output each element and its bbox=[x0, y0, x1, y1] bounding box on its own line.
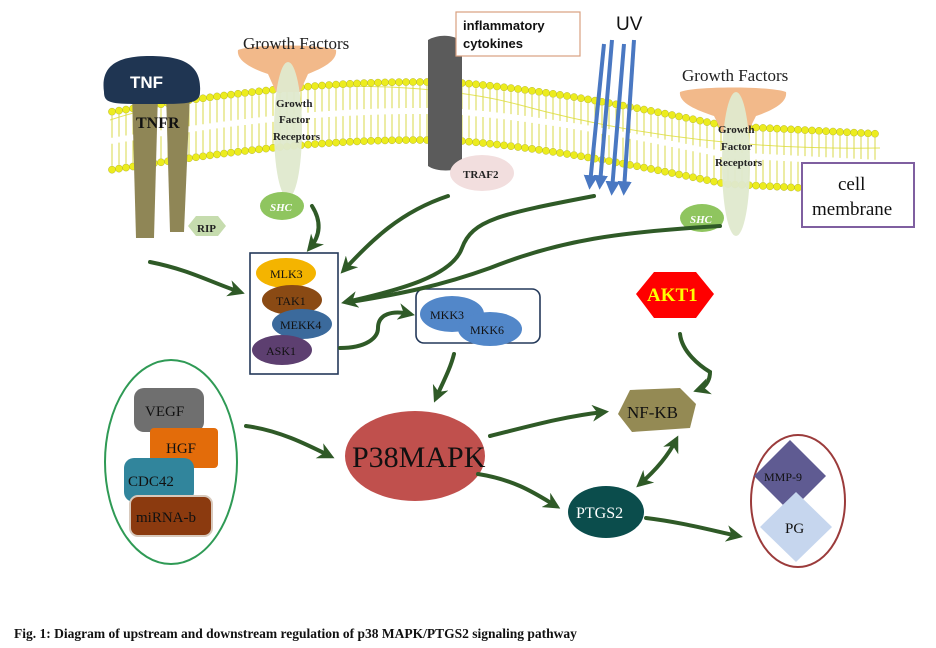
cdc42-label: CDC42 bbox=[128, 474, 174, 490]
cell-membrane-line2: membrane bbox=[812, 199, 892, 220]
arrow-ptgs2-nfkb bbox=[636, 435, 679, 488]
mkk6-label: MKK6 bbox=[470, 323, 504, 337]
mirna-label: miRNA-b bbox=[136, 510, 196, 526]
mekk4-node bbox=[272, 309, 332, 339]
inflammatory-label-line2: cytokines bbox=[463, 36, 523, 51]
arrow-tnfr-to-mapkkk bbox=[148, 260, 245, 297]
hgf-label: HGF bbox=[166, 441, 196, 457]
arrow-p38-to-nfkb bbox=[488, 404, 610, 438]
p38mapk-label: P38MAPK bbox=[352, 441, 486, 474]
mmp9-node bbox=[754, 440, 826, 512]
tnf-label: TNF bbox=[130, 73, 163, 92]
ask1-label: ASK1 bbox=[266, 344, 296, 358]
rip-label: RIP bbox=[197, 223, 216, 235]
cell-membrane-line1: cell bbox=[838, 174, 865, 195]
shc-left-label: SHC bbox=[270, 202, 293, 214]
ptgs2-label: PTGS2 bbox=[576, 505, 623, 522]
mekk4-label: MEKK4 bbox=[280, 318, 321, 332]
arrow-growth-to-p38 bbox=[244, 424, 335, 459]
akt1-label: AKT1 bbox=[647, 285, 698, 306]
arrow-shc-right-to-mapkkk bbox=[348, 224, 722, 304]
pg-label: PG bbox=[785, 521, 804, 537]
rip-node bbox=[188, 216, 226, 236]
arrow-shc-to-mapkkk bbox=[306, 204, 324, 252]
mirna-node bbox=[129, 495, 213, 537]
growth-factor-receptor-left bbox=[274, 62, 302, 198]
mkk3-label: MKK3 bbox=[430, 308, 464, 322]
vegf-label: VEGF bbox=[145, 404, 184, 420]
inflammatory-label-line1: inflammatory bbox=[463, 18, 545, 33]
gfr-left-line1: Growth bbox=[276, 98, 312, 110]
tnfr-receptor bbox=[132, 92, 190, 238]
arrow-akt1-to-nfkb bbox=[678, 332, 713, 395]
signal-arrows bbox=[148, 194, 743, 542]
ptgs2-node bbox=[568, 486, 644, 538]
cdc42-node bbox=[124, 458, 194, 502]
cell-membrane-label-box bbox=[801, 162, 915, 228]
mlk3-node bbox=[256, 258, 316, 288]
pg-node bbox=[760, 492, 832, 562]
growth-factors-right-label: Growth Factors bbox=[682, 66, 788, 85]
mkk6-node bbox=[458, 312, 522, 346]
ask1-node bbox=[252, 335, 312, 365]
uv-label: UV bbox=[616, 14, 643, 35]
mmp9-label: MMP-9 bbox=[764, 470, 802, 484]
uv-rays bbox=[583, 39, 636, 196]
p38mapk-node bbox=[345, 411, 485, 501]
gfr-right-line1: Growth bbox=[718, 124, 754, 136]
tnf-ligand bbox=[103, 56, 201, 104]
cell-membrane-bilayer bbox=[108, 78, 881, 196]
shc-node-left bbox=[260, 192, 304, 220]
arrow-uv-to-mapkkk bbox=[341, 194, 596, 308]
arrow-mapkkk-to-mapkk bbox=[338, 303, 415, 350]
arrow-traf2-to-mapkkk bbox=[340, 194, 450, 274]
nfkb-label: NF-KB bbox=[627, 403, 678, 422]
arrow-ptgs2-to-products bbox=[644, 516, 743, 542]
tnfr-label: TNFR bbox=[136, 115, 180, 132]
cytokine-receptor bbox=[428, 35, 462, 171]
growth-factors-left-label: Growth Factors bbox=[243, 34, 349, 53]
arrow-p38-to-ptgs2 bbox=[476, 472, 561, 509]
nfkb-node bbox=[618, 388, 696, 432]
shc-right-label: SHC bbox=[690, 214, 713, 226]
traf2-label: TRAF2 bbox=[463, 169, 499, 181]
vegf-node bbox=[134, 388, 204, 432]
arrow-mapkk-to-p38 bbox=[432, 352, 456, 403]
akt1-node bbox=[636, 272, 714, 318]
figure-caption: Fig. 1: Diagram of upstream and downstre… bbox=[14, 626, 577, 641]
mlk3-label: MLK3 bbox=[270, 267, 303, 281]
inflammatory-cytokines-box bbox=[455, 11, 581, 57]
gfr-right-line3: Receptors bbox=[715, 157, 763, 169]
gfr-right-line2: Factor bbox=[721, 141, 752, 153]
tak1-node bbox=[262, 285, 322, 315]
growth-factor-receptor-right bbox=[722, 92, 750, 236]
tak1-label: TAK1 bbox=[276, 294, 306, 308]
gfr-left-line3: Receptors bbox=[273, 131, 321, 143]
traf2-node bbox=[450, 155, 514, 191]
gfr-left-line2: Factor bbox=[279, 114, 310, 126]
